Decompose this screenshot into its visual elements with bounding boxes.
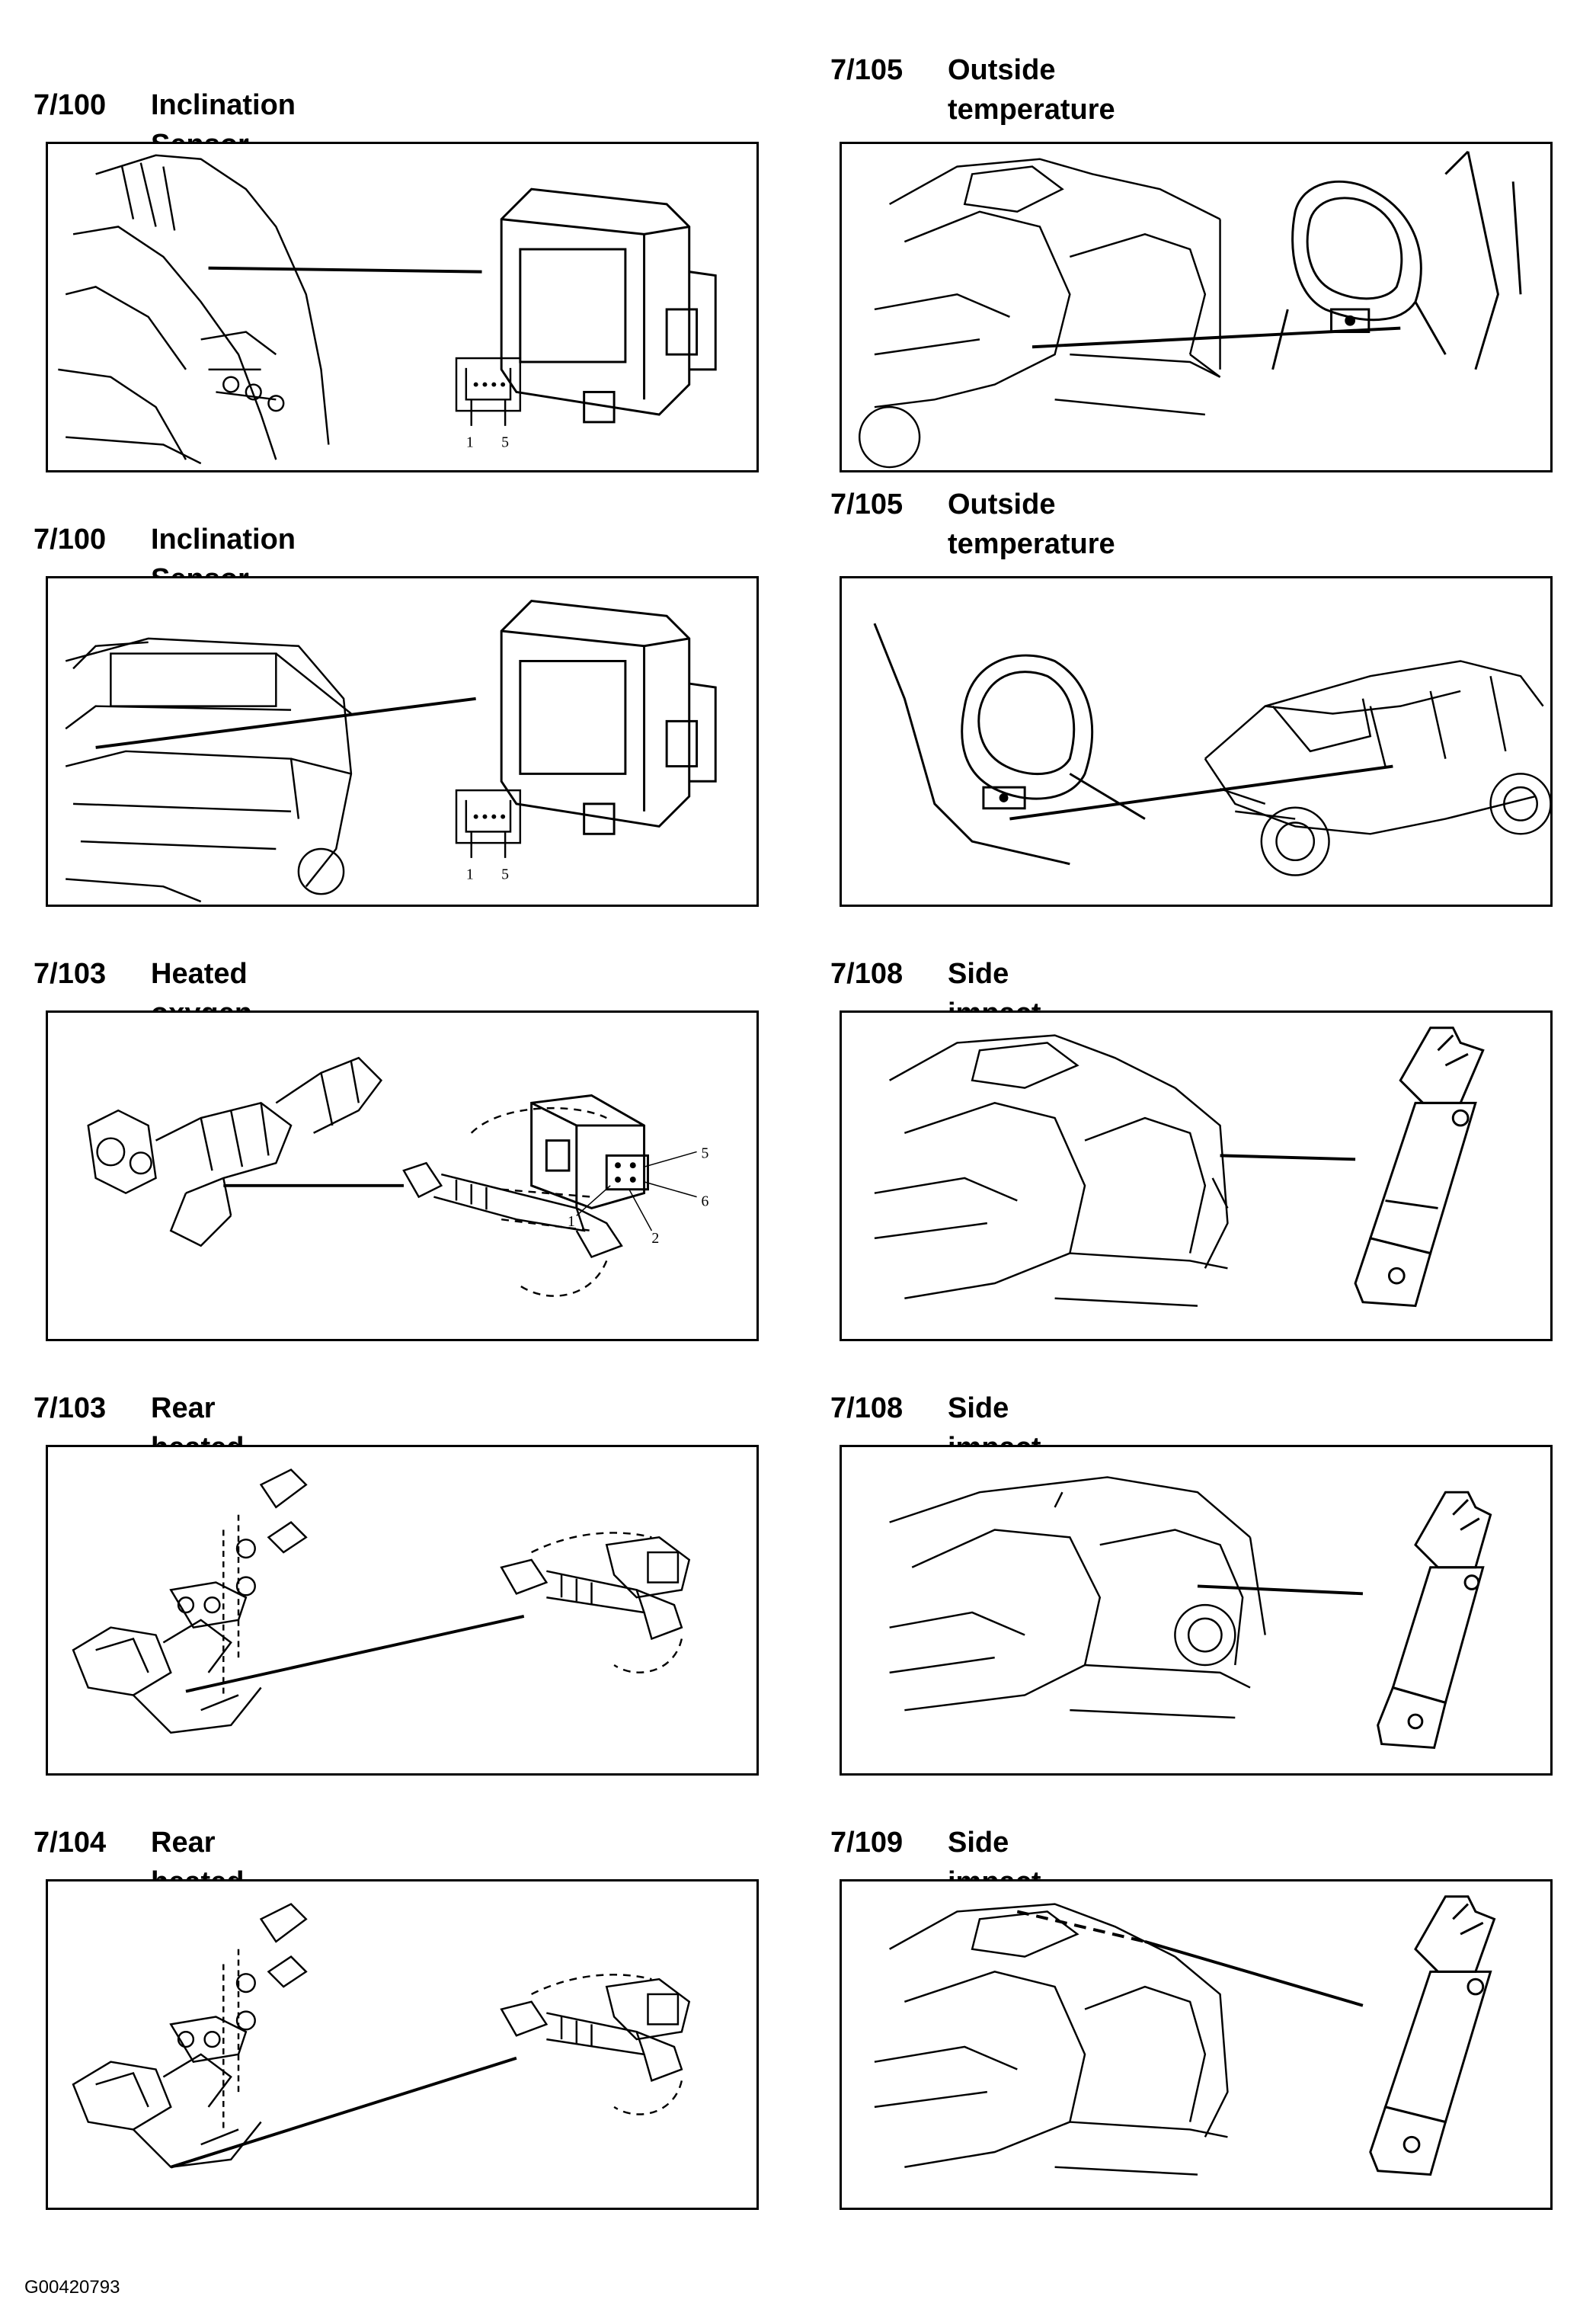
oxygen-sensor-3-illustration: 5 6 1 2 — [87, 1056, 708, 1297]
diagram-side-impact-rear-left-xc90 — [840, 1445, 1553, 1776]
pin-label: 2 — [651, 1230, 659, 1247]
outside-temp-xc90-illustration — [873, 623, 1550, 876]
pin-label: 1 — [466, 866, 474, 882]
section-code: 7/100 — [34, 89, 107, 121]
diagram-ism-xc90: 1 5 — [46, 576, 759, 907]
diagram-heated-oxygen-sensor-3: 5 6 1 2 — [46, 1010, 759, 1341]
section-code: 7/105 — [830, 54, 904, 86]
diagram-rear-oxygen-sensor-bank-2 — [46, 1445, 759, 1776]
pin-label: 5 — [501, 866, 509, 882]
ism-v70-illustration: 1 5 — [58, 154, 717, 465]
section-code: 7/109 — [830, 1827, 904, 1859]
ism-xc90-illustration: 1 5 — [65, 600, 717, 903]
section-code: 7/108 — [830, 958, 904, 990]
diagram-side-impact-rear-right-v70 — [840, 1879, 1553, 2210]
diagram-outside-temp-xc90 — [840, 576, 1553, 907]
section-code: 7/103 — [34, 958, 107, 990]
section-code: 7/105 — [830, 488, 904, 520]
side-impact-rear-left-xc90-illustration — [889, 1476, 1492, 1750]
pin-label: 5 — [501, 434, 509, 450]
side-impact-rear-left-v70-illustration — [874, 1026, 1485, 1308]
section-code: 7/103 — [34, 1392, 107, 1424]
rear-oxygen-sensor-bank-1-illustration — [72, 1903, 691, 2169]
rear-oxygen-sensor-bank-2-illustration — [72, 1468, 691, 1734]
outside-temp-v70-illustration — [858, 150, 1522, 469]
section-code: 7/108 — [830, 1392, 904, 1424]
diagram-side-impact-rear-left-v70 — [840, 1010, 1553, 1341]
section-code: 7/100 — [34, 524, 107, 556]
section-code: 7/104 — [34, 1827, 107, 1859]
diagram-ism-v70: 1 5 — [46, 142, 759, 472]
figure-id: G00420793 — [24, 2277, 120, 2298]
pin-label: 6 — [701, 1193, 708, 1209]
pin-label: 1 — [466, 434, 474, 450]
pin-label: 5 — [701, 1145, 708, 1161]
pin-label: 1 — [568, 1213, 575, 1230]
side-impact-rear-right-v70-illustration — [874, 1895, 1496, 2176]
diagram-rear-oxygen-sensor-bank-1 — [46, 1879, 759, 2210]
diagram-outside-temp-v70 — [840, 142, 1553, 472]
